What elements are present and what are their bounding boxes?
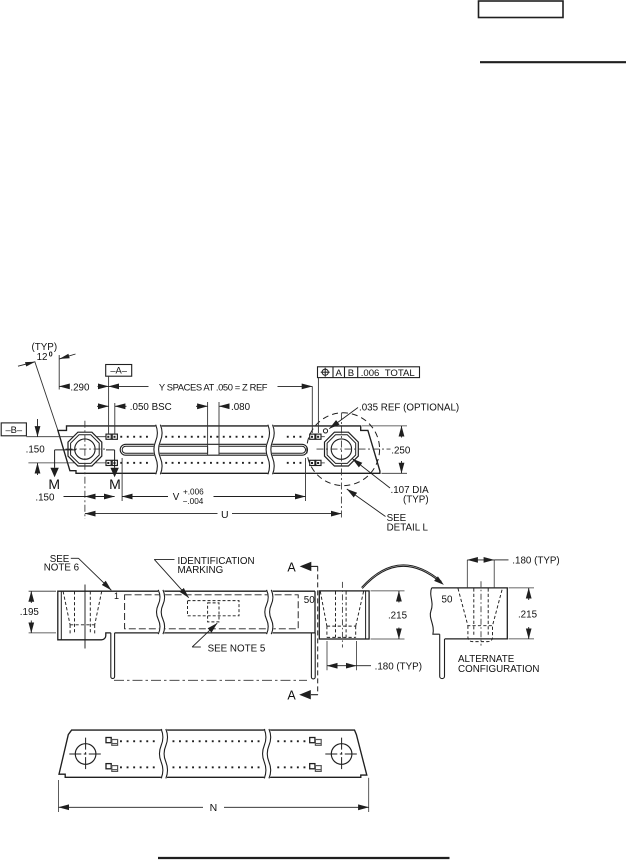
svg-text:Y SPACES AT .050 = Z REF: Y SPACES AT .050 = Z REF	[159, 381, 268, 392]
svg-text:SEE NOTE 5: SEE NOTE 5	[208, 643, 266, 654]
svg-text:M: M	[109, 476, 121, 492]
svg-text:12: 12	[37, 352, 48, 363]
svg-text:.006 TOTAL: .006 TOTAL	[361, 368, 416, 379]
svg-text:–B–: –B–	[5, 424, 22, 435]
svg-text:−.004: −.004	[183, 497, 204, 506]
svg-text:B: B	[348, 368, 354, 379]
svg-text:.180 (TYP): .180 (TYP)	[512, 556, 559, 567]
svg-text:.250: .250	[391, 446, 411, 457]
svg-text:U: U	[221, 509, 229, 521]
svg-text:DETAIL L: DETAIL L	[387, 522, 429, 533]
svg-text:ALTERNATE: ALTERNATE	[458, 654, 515, 665]
svg-text:A: A	[287, 560, 296, 574]
svg-text:(TYP): (TYP)	[32, 342, 58, 353]
svg-text:.080: .080	[231, 402, 251, 413]
svg-text:N: N	[210, 802, 218, 814]
svg-text:50: 50	[442, 594, 453, 605]
svg-text:.150: .150	[35, 492, 55, 503]
svg-text:0: 0	[49, 351, 53, 358]
svg-text:A: A	[335, 368, 342, 379]
svg-text:.215: .215	[388, 610, 408, 621]
svg-text:.180 (TYP): .180 (TYP)	[375, 661, 422, 672]
svg-text:(TYP): (TYP)	[403, 495, 429, 506]
svg-text:SEE: SEE	[50, 554, 70, 565]
svg-text:.195: .195	[20, 607, 40, 618]
svg-text:MARKING: MARKING	[178, 565, 224, 576]
svg-text:.150: .150	[26, 444, 46, 455]
svg-text:SEE: SEE	[387, 513, 407, 524]
svg-text:.290: .290	[70, 382, 90, 393]
svg-text:50: 50	[304, 595, 315, 606]
svg-text:.107 DIA: .107 DIA	[391, 485, 430, 496]
svg-text:+.006: +.006	[183, 488, 204, 497]
svg-text:.050 BSC: .050 BSC	[130, 402, 172, 413]
svg-text:CONFIGURATION: CONFIGURATION	[458, 664, 539, 675]
svg-text:NOTE 6: NOTE 6	[44, 563, 80, 574]
svg-text:V: V	[173, 492, 180, 503]
svg-text:1: 1	[114, 591, 119, 601]
svg-text:M: M	[48, 476, 60, 492]
svg-text:.035 REF (OPTIONAL): .035 REF (OPTIONAL)	[359, 402, 459, 413]
svg-text:–A–: –A–	[110, 365, 127, 376]
svg-text:IDENTIFICATION: IDENTIFICATION	[178, 556, 255, 567]
svg-text:.215: .215	[518, 610, 538, 621]
svg-text:A: A	[287, 688, 296, 702]
